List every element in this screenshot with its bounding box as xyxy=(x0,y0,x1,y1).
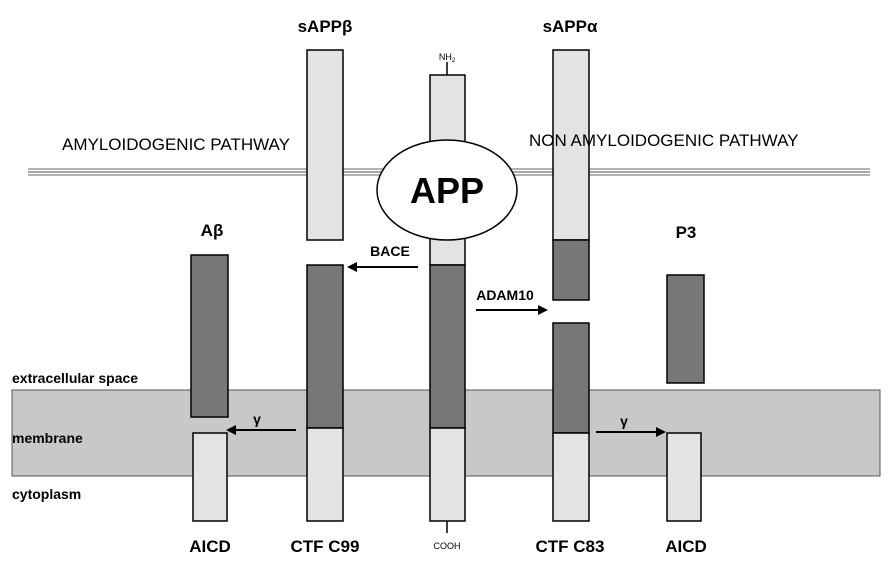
app-abeta-segment xyxy=(429,264,466,429)
cooh-label: COOH xyxy=(434,541,461,551)
app-intracellular-segment xyxy=(429,427,466,522)
non-amyloidogenic-pathway-label: NON AMYLOIDOGENIC PATHWAY xyxy=(529,131,799,150)
aicd-left-label: AICD xyxy=(189,537,231,556)
sappa-fragment xyxy=(552,49,590,301)
membrane-label: membrane xyxy=(12,430,83,446)
ctf-c99-light-segment xyxy=(306,427,344,522)
bace-label: BACE xyxy=(370,243,410,259)
ctf-c99-dark-segment xyxy=(306,264,344,429)
ctf-c83 xyxy=(552,322,590,522)
nh2-label: NH2 xyxy=(439,52,456,64)
ctf-c99-label: CTF C99 xyxy=(291,537,360,556)
app-label: APP xyxy=(410,170,484,211)
adam10-label: ADAM10 xyxy=(476,287,534,303)
abeta-label: Aβ xyxy=(201,221,224,240)
aicd-right-label: AICD xyxy=(665,537,707,556)
extracellular-space-label: extracellular space xyxy=(12,370,138,386)
ctf-c83-dark-segment xyxy=(552,322,590,434)
ctf-c83-light-segment xyxy=(552,432,590,522)
sappa-dark-segment xyxy=(552,239,590,301)
ctf-c83-label: CTF C83 xyxy=(536,537,605,556)
app-ellipse xyxy=(376,139,518,241)
aicd-left-fragment xyxy=(192,432,228,522)
ctf-c99 xyxy=(306,264,344,522)
gamma-left-label: γ xyxy=(253,411,261,427)
sappa-light-segment xyxy=(552,49,590,241)
sappb-bar xyxy=(306,49,344,241)
abeta-peptide xyxy=(190,254,229,418)
aicd-right-fragment xyxy=(666,432,702,522)
app-protein xyxy=(429,62,466,533)
sappa-label: sAPPα xyxy=(543,17,598,36)
amyloidogenic-pathway-label: AMYLOIDOGENIC PATHWAY xyxy=(62,135,290,154)
p3-peptide xyxy=(666,274,705,384)
sappb-label: sAPPβ xyxy=(298,17,353,36)
gamma-right-label: γ xyxy=(620,413,628,429)
p3-label: P3 xyxy=(676,223,697,242)
cytoplasm-label: cytoplasm xyxy=(12,486,81,502)
